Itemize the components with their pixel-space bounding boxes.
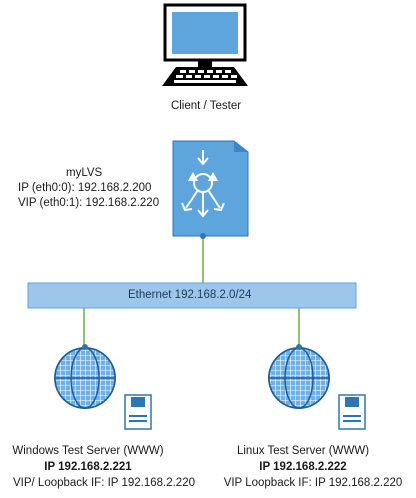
windows-server-vip: VIP/ Loopback IF: IP 192.168.2.220: [12, 477, 196, 489]
linux-server-icon: [338, 394, 366, 430]
windows-server-icon: [124, 394, 152, 430]
lvs-name: myLVS: [66, 167, 103, 179]
windows-server-title: Windows Test Server (WWW): [12, 445, 164, 457]
lvs-vip: VIP (eth0:1): 192.168.2.220: [18, 197, 160, 209]
windows-globe-icon: [54, 344, 116, 409]
ethernet-label: Ethernet 192.168.2.0/24: [128, 289, 252, 301]
computer-icon: [162, 3, 248, 86]
linux-server-vip: VIP Loopback IF: IP 192.168.2.220: [223, 477, 403, 489]
windows-server-ip: IP 192.168.2.221: [44, 461, 132, 473]
lvs-ip: IP (eth0:0): 192.168.2.200: [18, 182, 152, 194]
load-balancer-icon: [172, 140, 249, 239]
client-label: Client / Tester: [170, 100, 242, 112]
linux-server-title: Linux Test Server (WWW): [236, 445, 370, 457]
linux-server-ip: IP 192.168.2.222: [259, 461, 347, 473]
linux-globe-icon: [268, 344, 330, 409]
ethernet-bar: [27, 282, 357, 309]
